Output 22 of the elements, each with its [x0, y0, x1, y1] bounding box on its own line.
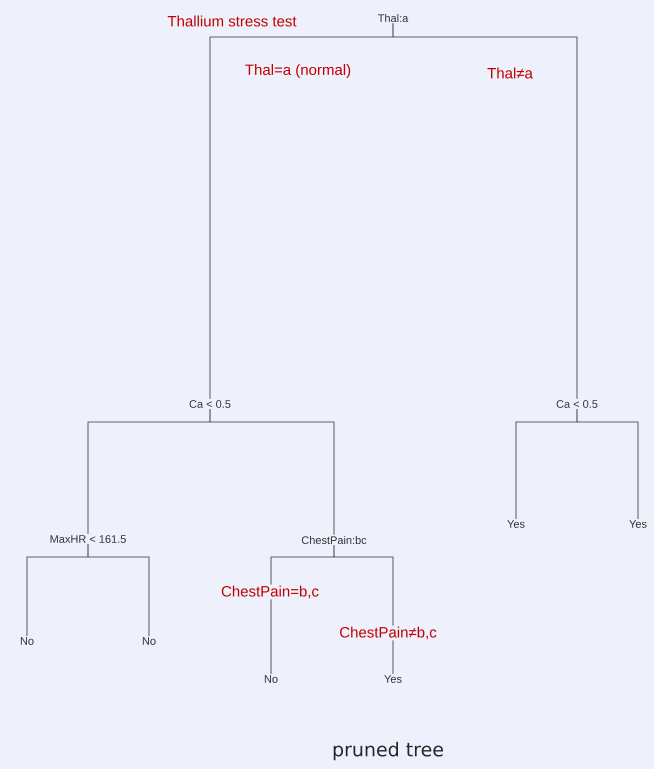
annotation: ChestPain=b,c	[220, 584, 320, 600]
tree-branch	[576, 408, 638, 520]
leaf-label: Yes	[507, 520, 525, 528]
leaf-label: Yes	[384, 675, 402, 683]
split-label: Thal:a	[378, 14, 408, 22]
tree-branch	[392, 22, 578, 400]
leaf-label: No	[20, 637, 34, 645]
leaf-label: No	[264, 675, 278, 683]
leaf-label: No	[142, 637, 156, 645]
split-label: Ca < 0.5	[190, 400, 230, 408]
caption: pruned tree	[334, 742, 443, 760]
tree-branch	[210, 408, 334, 536]
split-label: ChestPain:bc	[302, 536, 366, 544]
tree-branch	[334, 544, 394, 674]
split-label: MaxHR < 161.5	[50, 535, 126, 543]
leaf-label: Yes	[629, 520, 647, 528]
annotation: Thallium stress test	[166, 14, 298, 28]
annotation: Thal≠a	[486, 66, 534, 80]
split-label: Ca < 0.5	[556, 400, 598, 408]
annotation: Thal=a (normal)	[244, 63, 352, 79]
annotation: ChestPain≠b,c	[338, 626, 438, 640]
tree-branch	[88, 544, 150, 636]
